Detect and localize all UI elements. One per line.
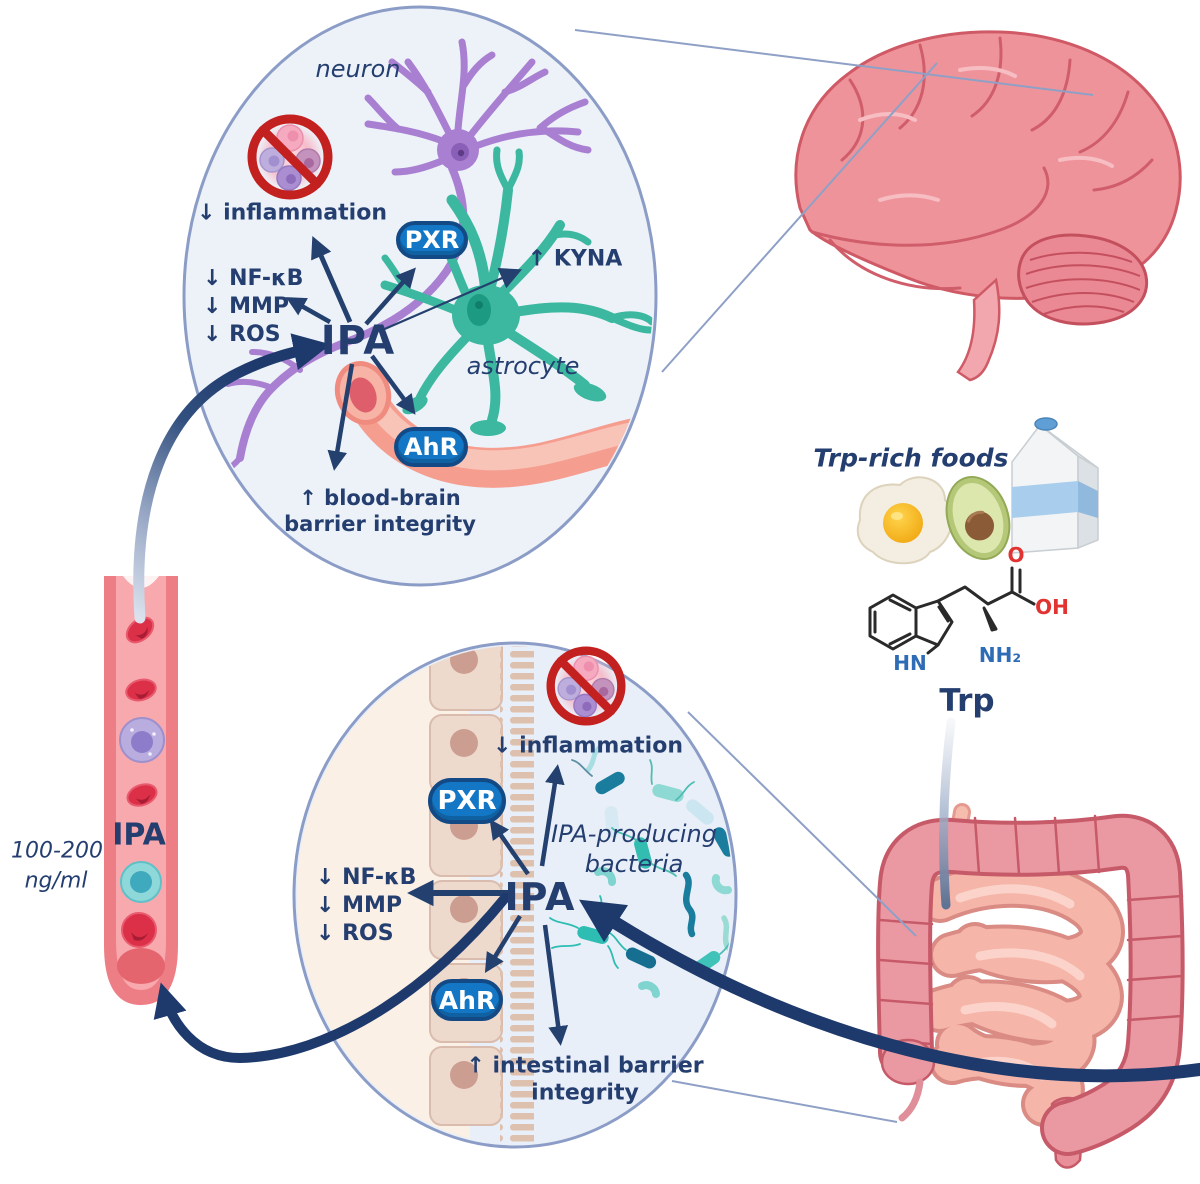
arrow-blood-to-brain [133, 333, 331, 624]
gut-ipa-label: IPA [504, 875, 576, 919]
brain-mmp-label: ↓ MMP [203, 294, 290, 319]
trp-name-label: Trp [939, 683, 995, 719]
kyna-label: ↑ KYNA [527, 246, 623, 272]
brain-ipa-label: IPA [320, 318, 396, 364]
concentration-line2: ng/ml [24, 868, 88, 894]
oh-label: OH [1035, 595, 1069, 619]
bacteria-label-line2: bacteria [584, 850, 684, 878]
red-blood-cell [121, 912, 157, 948]
trp-structure: HN O OH NH₂ [868, 543, 1069, 675]
teal-cell [120, 861, 162, 903]
intestinal-barrier-line1: ↑ intestinal barrier [466, 1053, 704, 1079]
intestinal-barrier-line2: integrity [531, 1080, 639, 1106]
no-inflammation-icon-gut [551, 651, 622, 722]
concentration-line1: 100-200 [11, 838, 103, 864]
brain-panel-arrows [285, 235, 523, 471]
gut-panel-arrows [407, 764, 569, 1046]
o-label: O [1007, 543, 1024, 567]
gut-pxr-receptor: PXR [428, 778, 506, 824]
avocado-icon [945, 475, 1011, 561]
trp-rich-foods-title: Trp-rich foods [813, 443, 1009, 473]
astrocyte-label: astrocyte [466, 352, 580, 380]
fried-egg-icon [856, 476, 954, 565]
trp-to-gut-flow [939, 717, 956, 910]
bbb-label-line1: ↑ blood-brain [299, 486, 461, 510]
trp-rich-foods-icons [856, 417, 1099, 565]
brain-nfkb-label: ↓ NF-κB [203, 266, 304, 291]
gut-mmp-label: ↓ MMP [316, 893, 403, 918]
brainstem [956, 277, 1001, 382]
brain-mediators-list: ↓ NF-κB ↓ MMP ↓ ROS [203, 265, 303, 349]
gut-mediators-list: ↓ NF-κB ↓ MMP ↓ ROS [316, 864, 416, 948]
hn-label: HN [893, 651, 926, 675]
milk-carton-icon [1011, 417, 1099, 554]
magnification-lines [574, 29, 1094, 1123]
gut-ahr-receptor: AhR [431, 979, 503, 1021]
brain-ros-label: ↓ ROS [203, 322, 281, 347]
no-inflammation-icon-brain [252, 119, 328, 195]
brain-illustration [794, 30, 1182, 382]
arrow-gut-to-blood [153, 893, 510, 1064]
neuron-label: neuron [315, 55, 401, 83]
bbb-label-line2: barrier integrity [284, 512, 476, 536]
nh2-label: NH₂ [979, 643, 1021, 667]
brain-inflammation-label: ↓ inflammation [197, 200, 387, 226]
bacteria-label-line1: IPA-producing [551, 820, 717, 848]
gut-inflammation-label: ↓ inflammation [493, 733, 683, 759]
white-blood-cell [119, 717, 165, 763]
blood-vessel-illustration [104, 576, 178, 1005]
intestine-illustration [876, 803, 1185, 1169]
appendix [898, 1078, 924, 1122]
brain-pxr-receptor: PXR [396, 221, 468, 259]
gut-ros-label: ↓ ROS [316, 921, 394, 946]
brain-ahr-receptor: AhR [394, 427, 468, 467]
gut-nfkb-label: ↓ NF-κB [316, 865, 417, 890]
arrow-gut-to-ipa [579, 899, 1200, 1083]
vessel-ipa-label: IPA [112, 817, 166, 853]
